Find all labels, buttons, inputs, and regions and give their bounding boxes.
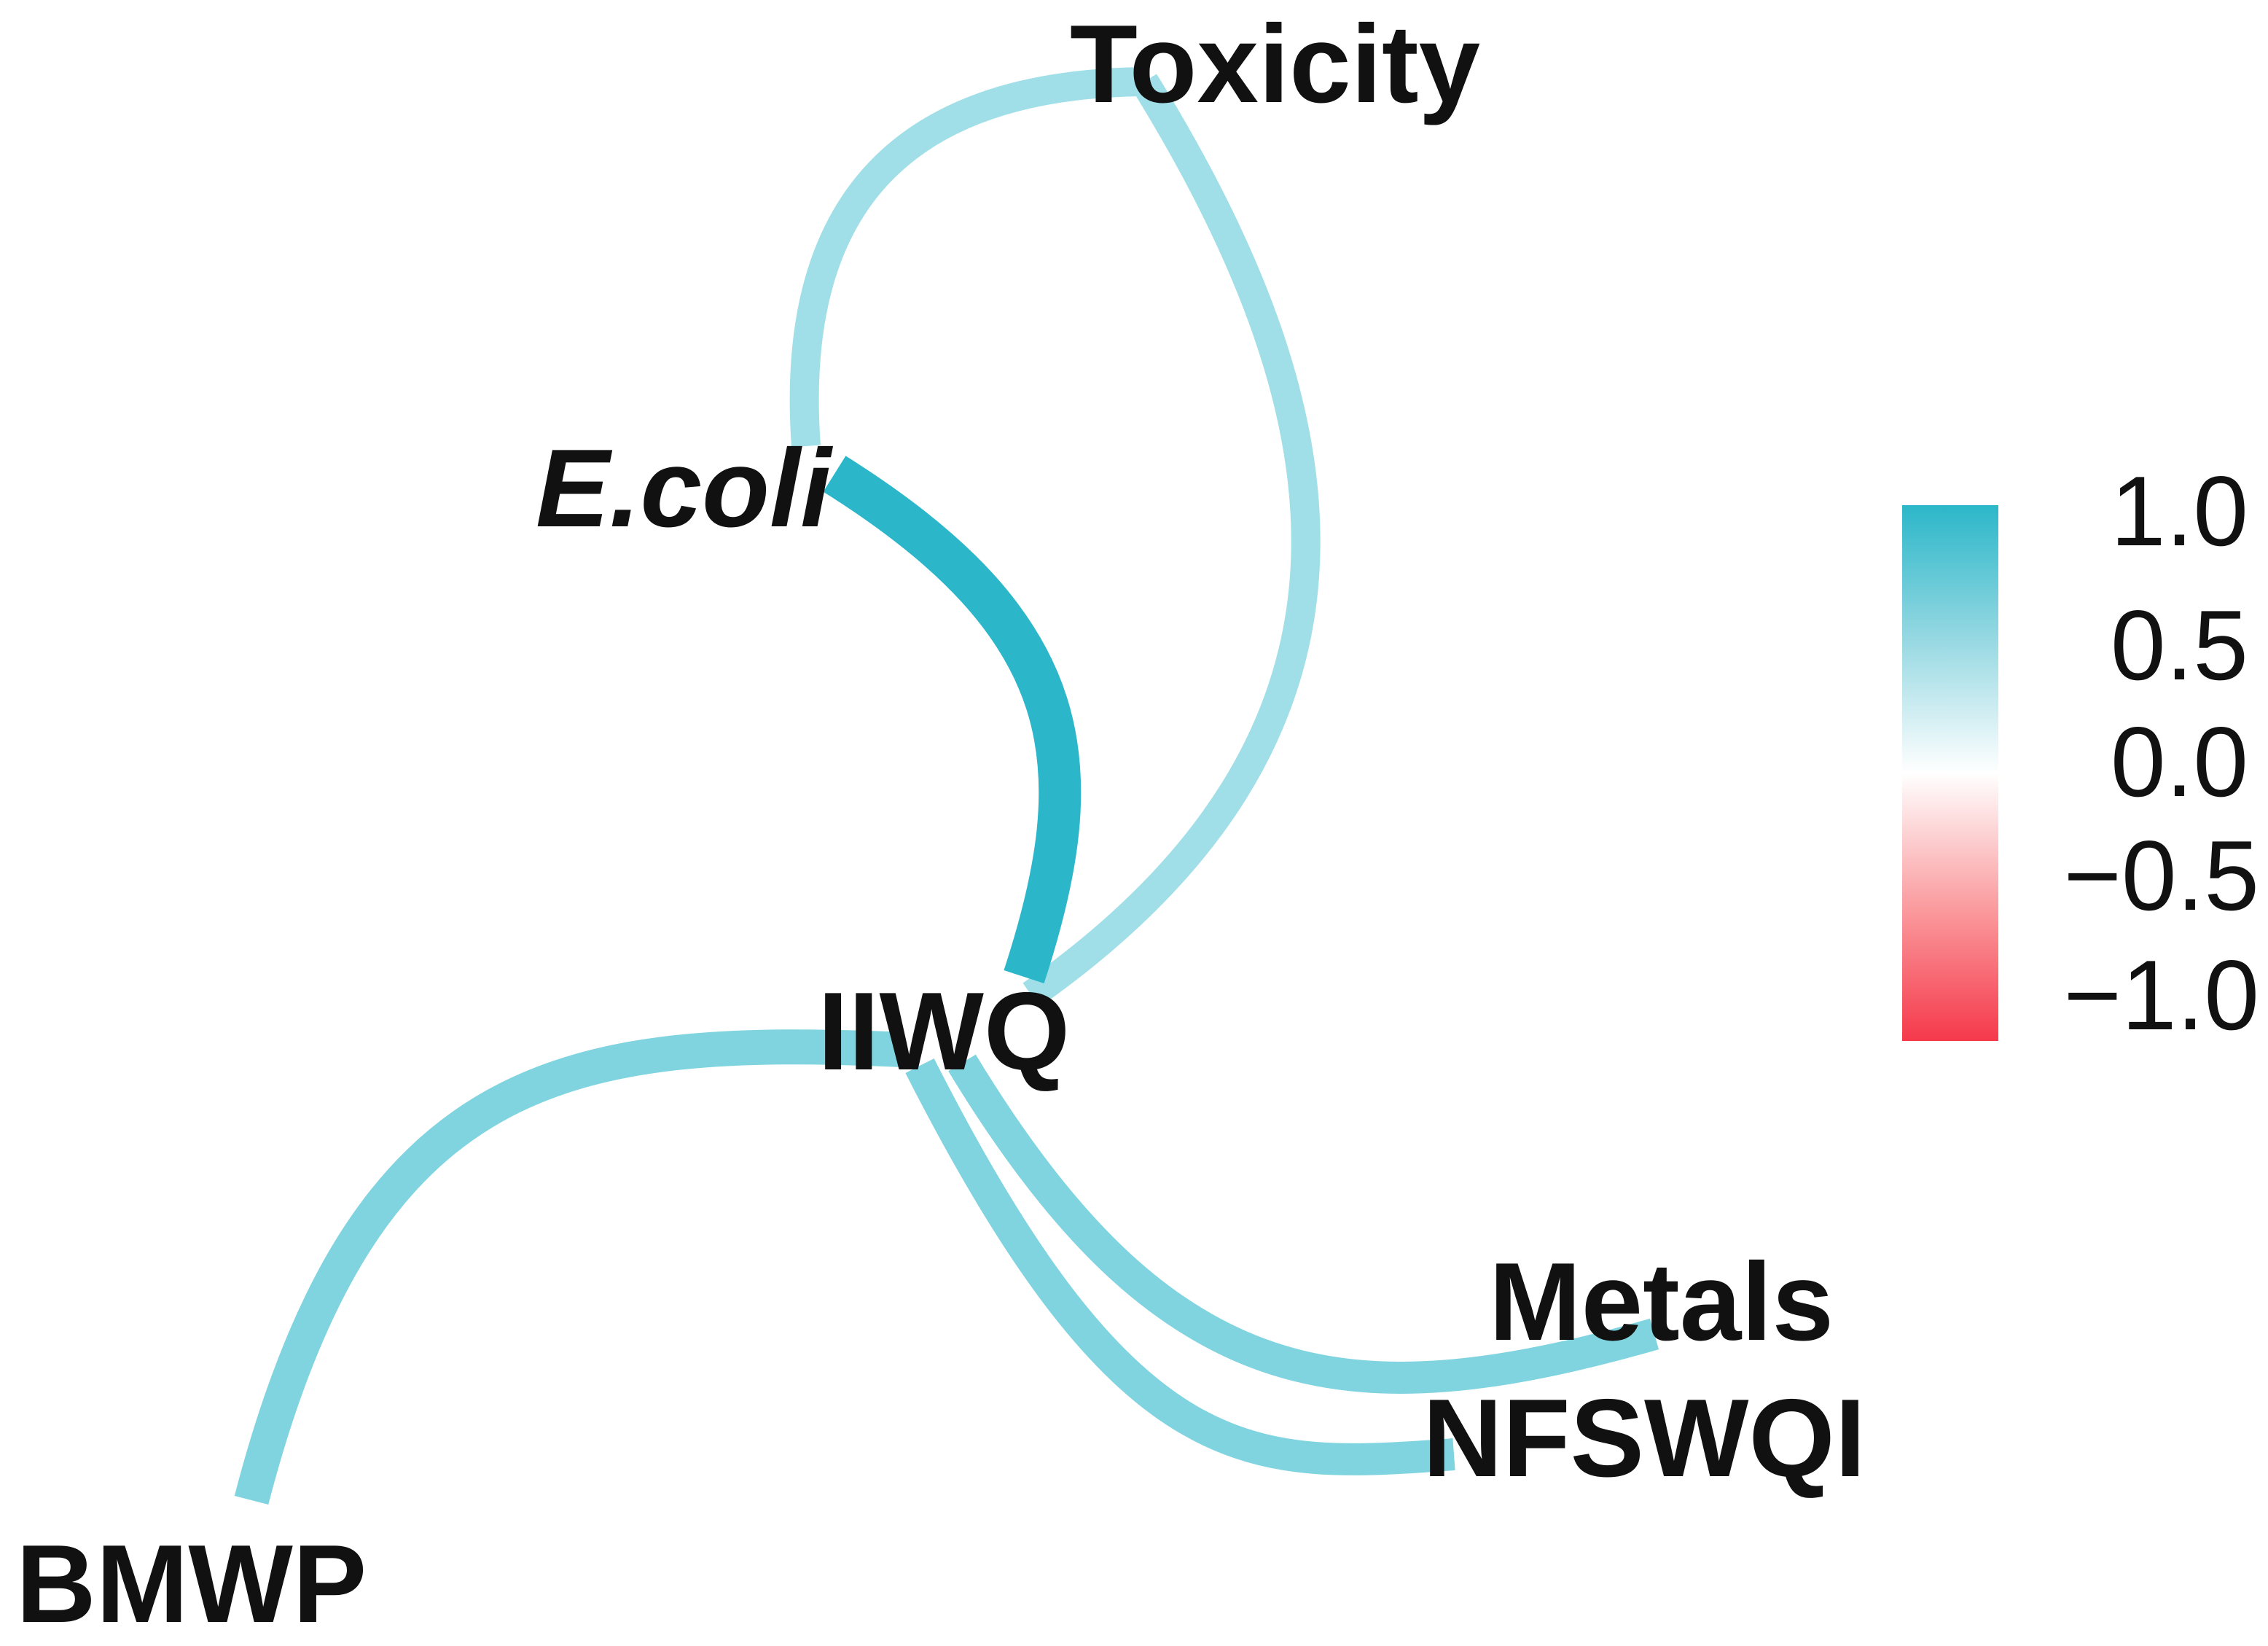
edge-iiwq-nfswqi [905,1058,1455,1475]
node-label-bmwp: BMWP [16,1522,367,1646]
legend-tick: 0.5 [2111,590,2248,701]
legend-tick: 0.0 [2111,706,2248,817]
node-label-ecoli: E.coli [536,426,833,550]
color-legend: 1.0 0.5 0.0 −0.5 −1.0 [1902,456,2259,1050]
edge-bmwp-iiwq [234,1029,905,1505]
legend-colorbar [1902,505,1998,1041]
edge-iiwq-metals [948,1054,1659,1394]
node-label-iiwq: IIWQ [818,970,1070,1093]
edge-ecoli-toxicity [789,67,1145,448]
node-label-nfswqi: NFSWQI [1423,1376,1866,1500]
node-label-metals: Metals [1489,1240,1834,1364]
legend-tick: −0.5 [2064,820,2259,931]
node-label-toxicity: Toxicity [1070,2,1480,126]
edge-toxicity-iiwq [1022,74,1321,1007]
legend-tick: 1.0 [2111,456,2248,566]
edges [234,67,1659,1505]
node-labels: Toxicity E.coli IIWQ Metals NFSWQI BMWP [16,2,1866,1646]
edge-ecoli-iiwq [823,456,1082,984]
legend-tick: −1.0 [2064,940,2259,1050]
